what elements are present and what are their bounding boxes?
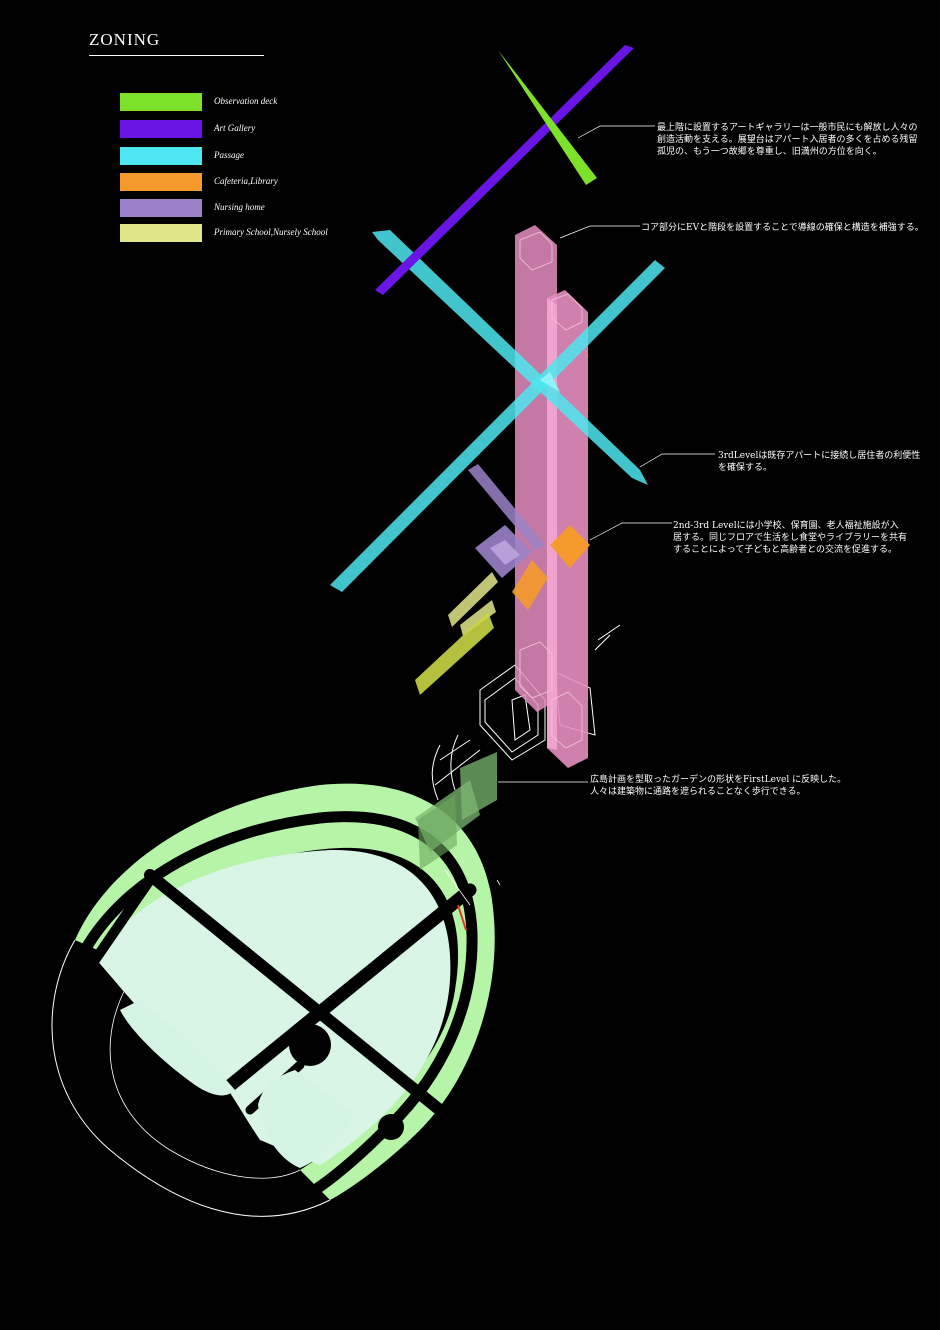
legend-item-nursing-home: Nursing home [120, 199, 380, 217]
note-first-level-garden: 広島計画を型取ったガーデンの形状をFirstLevel に反映した。 人々は建築… [590, 775, 847, 797]
note-second-third-level: 2nd-3rd Levelには小学校、保育園、老人福祉施設が入 居する。同じフロ… [673, 521, 908, 555]
garden-plaza-small [378, 1114, 404, 1140]
legend-label: Nursing home [214, 202, 265, 212]
legend-swatch [120, 173, 202, 191]
leader-observation [577, 125, 655, 139]
school-volumes [415, 572, 498, 695]
note-third-level: 3rdLevelは既存アパートに接続し居住者の利便性 を確保する。 [718, 451, 921, 473]
legend-item-observation-deck: Observation deck [120, 93, 380, 111]
legend-label: Primary School,Nursely School [214, 227, 328, 237]
legend-label: Cafeteria,Library [214, 176, 278, 186]
page-title: ZONING [89, 30, 161, 49]
garden-path-diagonal-a [144, 869, 526, 1181]
garden-plaza-center [289, 1024, 331, 1066]
leader-lines [498, 125, 715, 783]
nursing-home-volumes [468, 464, 545, 578]
passages [330, 230, 665, 592]
legend-swatch [120, 199, 202, 217]
garden-entry-red [457, 904, 467, 931]
leader-schools [589, 522, 672, 541]
legend-swatch [120, 93, 202, 111]
legend-item-cafeteria-library: Cafeteria,Library [120, 173, 380, 191]
core-towers [515, 225, 588, 768]
title-underline [89, 55, 264, 56]
passage-long [330, 260, 665, 592]
ground-level-garden-blocks [415, 752, 497, 870]
note-core: コア部分にEVと階段を設置することで導線の確保と構造を補強する。 [641, 223, 924, 233]
garden-inner-outline [109, 979, 301, 1179]
note-art-gallery-observation: 最上階に設置するアートギャラリーは一般市民にも解放し人々の 創造活動を支える。展… [657, 123, 918, 157]
legend-item-primary-school: Primary School,Nursely School [120, 224, 380, 242]
legend-swatch [120, 224, 202, 242]
garden-lawn [95, 849, 451, 1165]
garden-entry-lines [444, 869, 501, 906]
legend-label: Art Gallery [214, 123, 256, 133]
garden-plot-left [120, 1000, 235, 1096]
garden-plot-lower [258, 1070, 355, 1168]
legend-swatch [120, 120, 202, 138]
observation-deck-volume [498, 50, 597, 185]
legend-label: Observation deck [214, 96, 278, 106]
cafeteria-library-volumes [512, 525, 590, 610]
garden-path-left [90, 875, 155, 965]
garden-path-diagonal-b [193, 883, 477, 1117]
legend-item-art-gallery: Art Gallery [120, 120, 380, 138]
garden-plan [51, 783, 526, 1217]
leader-passage [639, 453, 715, 468]
legend-label: Passage [214, 150, 244, 160]
art-gallery-volume [375, 45, 634, 295]
leader-core [559, 225, 640, 239]
legend-item-passage: Passage [120, 147, 380, 165]
garden-outline [51, 939, 331, 1217]
passage-cross [372, 230, 648, 485]
legend-swatch [120, 147, 202, 165]
